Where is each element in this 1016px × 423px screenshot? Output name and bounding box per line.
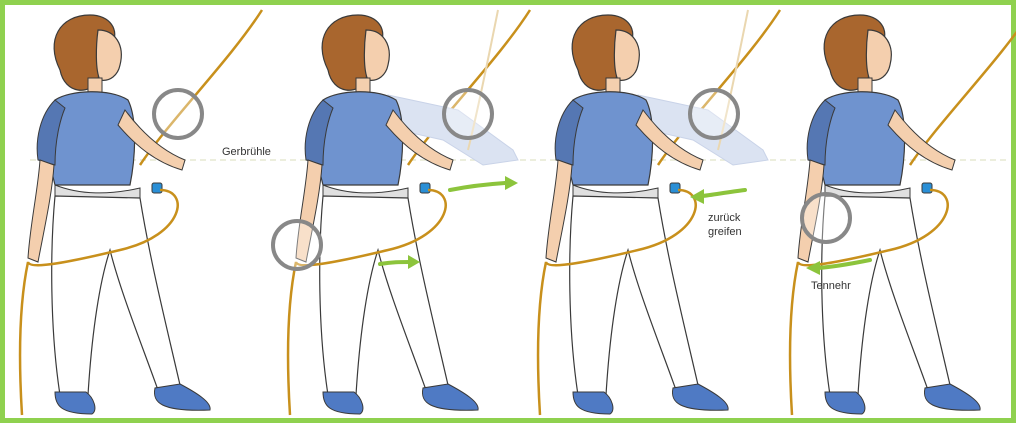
- carabiner: [420, 183, 430, 193]
- arrow-pull-up-head: [505, 176, 518, 190]
- carabiner: [152, 183, 162, 193]
- shoe-right: [422, 384, 478, 410]
- face: [96, 30, 121, 80]
- pants: [570, 196, 698, 395]
- face: [866, 30, 891, 80]
- arrow-down-head: [806, 261, 820, 275]
- shoe-left: [55, 392, 95, 414]
- shoe-left: [573, 392, 613, 414]
- arrow-back: [702, 190, 745, 196]
- arrow-back-head: [690, 189, 704, 204]
- circle-marker-icon: [802, 194, 850, 242]
- label-fig1: Gerbrühle: [222, 146, 271, 159]
- arrow-pull-down: [380, 262, 410, 264]
- arm-left: [546, 160, 572, 262]
- shoe-right: [154, 384, 210, 410]
- label-fig4: Tennehr: [811, 280, 851, 293]
- circle-marker-icon: [154, 90, 202, 138]
- figure-2: [288, 10, 530, 415]
- rope-upper: [910, 10, 1016, 165]
- circle-marker-icon: [444, 90, 492, 138]
- pants: [320, 196, 448, 395]
- circle-marker-icon: [690, 90, 738, 138]
- arrow-pull-up: [450, 183, 505, 190]
- arm-left: [28, 160, 54, 262]
- rope-upper: [140, 10, 262, 165]
- figure-3: [538, 10, 780, 415]
- figure-1: [20, 10, 262, 415]
- shoe-left: [323, 392, 363, 414]
- label-fig3-line1: zurück: [708, 212, 740, 225]
- circle-marker-icon: [273, 221, 321, 269]
- face: [364, 30, 389, 80]
- pants: [52, 196, 180, 395]
- carabiner: [922, 183, 932, 193]
- label-fig3-line2: greifen: [708, 226, 742, 239]
- shoe-left: [825, 392, 865, 414]
- shoe-right: [924, 384, 980, 410]
- shoe-right: [672, 384, 728, 410]
- face: [614, 30, 639, 80]
- carabiner: [670, 183, 680, 193]
